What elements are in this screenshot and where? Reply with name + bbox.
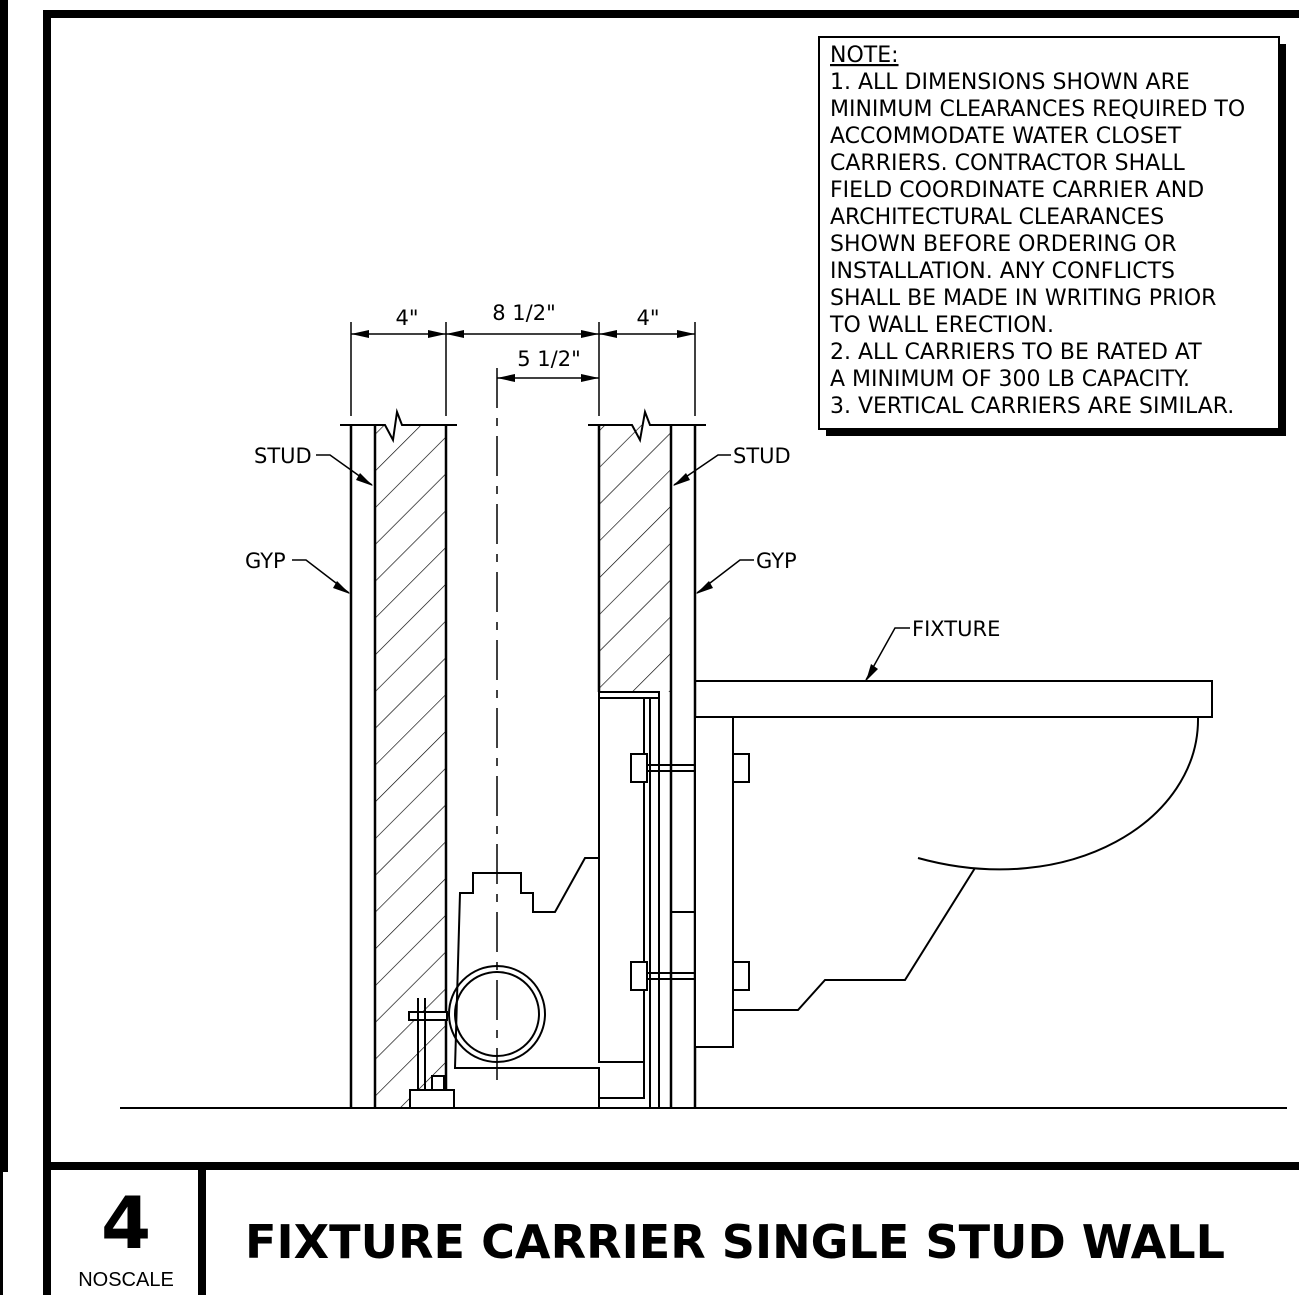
label-fixture: FIXTURE — [912, 617, 1000, 641]
note-box: NOTE: 1. ALL DIMENSIONS SHOWN ARE MINIMU… — [818, 36, 1286, 436]
note-line: INSTALLATION. ANY CONFLICTS — [830, 259, 1175, 284]
note-heading: NOTE: — [830, 43, 899, 68]
dim-left-wall: 4" — [395, 306, 418, 330]
note-line: SHOWN BEFORE ORDERING OR — [830, 232, 1177, 257]
dim-cavity: 8 1/2" — [492, 301, 556, 325]
note-line: SHALL BE MADE IN WRITING PRIOR — [830, 286, 1216, 311]
note-line: 2. ALL CARRIERS TO BE RATED AT — [830, 340, 1202, 365]
dim-centerline-offset: 5 1/2" — [517, 347, 581, 371]
note-line: TO WALL ERECTION. — [829, 313, 1054, 338]
note-line: A MINIMUM OF 300 LB CAPACITY. — [830, 367, 1190, 392]
scale-label: NOSCALE — [78, 1269, 174, 1291]
label-stud-right: STUD — [733, 444, 791, 468]
detail-number: 4 — [101, 1181, 151, 1265]
note-line: FIELD COORDINATE CARRIER AND — [830, 178, 1204, 203]
note-line: MINIMUM CLEARANCES REQUIRED TO — [830, 97, 1245, 122]
dim-right-wall: 4" — [636, 306, 659, 330]
note-line: 1. ALL DIMENSIONS SHOWN ARE — [830, 70, 1190, 95]
note-line: ARCHITECTURAL CLEARANCES — [830, 205, 1164, 230]
note-line: 3. VERTICAL CARRIERS ARE SIMILAR. — [830, 394, 1234, 419]
dimension-lines — [350, 322, 696, 416]
note-line: ACCOMMODATE WATER CLOSET — [830, 124, 1182, 149]
note-line: CARRIERS. CONTRACTOR SHALL — [830, 151, 1185, 176]
left-wall — [340, 408, 457, 1108]
label-gyp-right: GYP — [756, 549, 797, 573]
label-stud-left: STUD — [254, 444, 312, 468]
leader-lines — [292, 454, 910, 681]
label-gyp-left: GYP — [245, 549, 286, 573]
right-wall — [588, 408, 706, 1108]
water-closet-fixture — [695, 680, 1213, 1011]
carrier-assembly — [408, 691, 750, 1109]
drawing-title: FIXTURE CARRIER SINGLE STUD WALL — [245, 1215, 1225, 1269]
